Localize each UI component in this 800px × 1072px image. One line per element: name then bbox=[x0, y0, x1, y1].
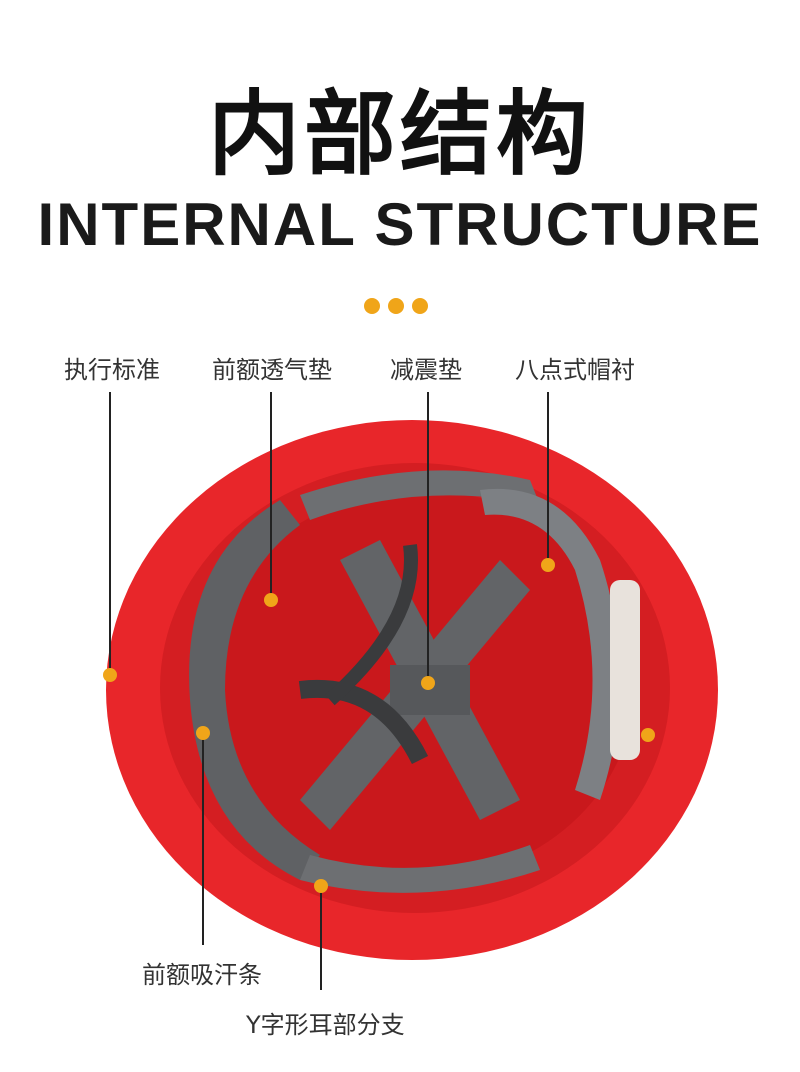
sweatband bbox=[189, 500, 320, 880]
ratchet bbox=[480, 488, 620, 800]
marker-dot bbox=[264, 593, 278, 607]
marker-dot bbox=[541, 558, 555, 572]
marker-dot bbox=[641, 728, 655, 742]
label-eight-point-liner: 八点式帽衬 bbox=[515, 356, 635, 384]
marker-dot bbox=[314, 879, 328, 893]
title-english: INTERNAL STRUCTURE bbox=[37, 191, 763, 258]
label-sweatband: 前额吸汗条 bbox=[142, 961, 262, 989]
label-y-ear-branch: Y字形耳部分支 bbox=[246, 1011, 405, 1039]
label-standard: 执行标准 bbox=[64, 356, 160, 384]
decorative-dots bbox=[364, 298, 428, 314]
headband bbox=[300, 470, 540, 520]
label-front-vent-pad: 前额透气垫 bbox=[212, 356, 332, 384]
marker-dot bbox=[421, 676, 435, 690]
marker-dot bbox=[103, 668, 117, 682]
title-chinese: 内部结构 bbox=[207, 81, 592, 188]
marker-dot bbox=[196, 726, 210, 740]
label-shock-pad: 减震垫 bbox=[390, 356, 462, 384]
